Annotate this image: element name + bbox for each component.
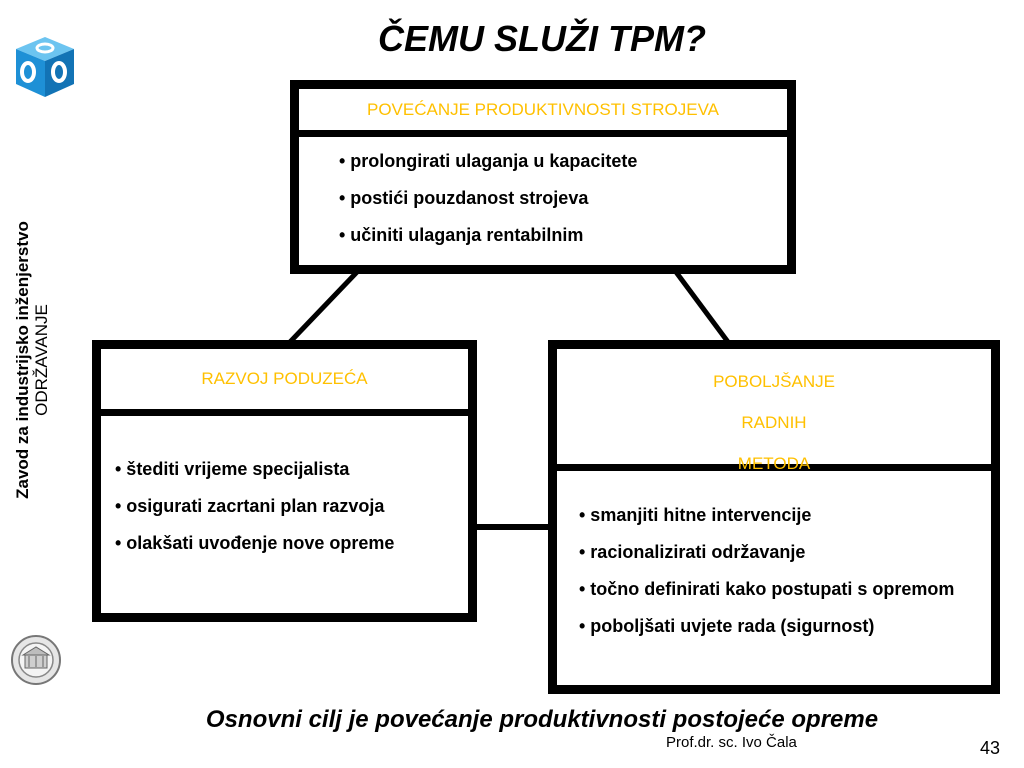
- list-item: • olakšati uvođenje nove opreme: [115, 533, 395, 553]
- box-company-development: RAZVOJ PODUZEĆA • štediti vrijeme specij…: [92, 340, 477, 622]
- list-item: • poboljšati uvjete rada (sigurnost): [579, 616, 875, 636]
- box-right-list: • smanjiti hitne intervencije • racional…: [579, 505, 963, 653]
- header-line: POBOLJŠANJE: [713, 372, 835, 391]
- connector-top-left: [288, 270, 359, 344]
- box-top-header: POVEĆANJE PRODUKTIVNOSTI STROJEVA: [299, 89, 787, 137]
- university-seal-icon: [10, 634, 62, 691]
- list-item: • točno definirati kako postupati s opre…: [579, 579, 955, 599]
- list-item: • racionalizirati održavanje: [579, 542, 806, 562]
- header-line: METODA: [737, 454, 811, 473]
- connector-top-right: [673, 270, 731, 344]
- box-work-methods: POBOLJŠANJE RADNIH METODA • smanjiti hit…: [548, 340, 1000, 694]
- box-right-header: POBOLJŠANJE RADNIH METODA: [557, 349, 991, 473]
- page-number: 43: [980, 738, 1001, 758]
- header-line: RADNIH: [741, 413, 807, 432]
- box-left-header: RAZVOJ PODUZEĆA: [101, 349, 468, 416]
- list-item: • smanjiti hitne intervencije: [579, 505, 812, 525]
- author-name: Prof.dr. sc. Ivo Čala: [666, 734, 797, 751]
- box-top-list: • prolongirati ulaganja u kapacitete • p…: [339, 151, 787, 262]
- list-item: • postići pouzdanost strojeva: [339, 188, 589, 208]
- blue-cube-logo-icon: [12, 34, 78, 105]
- box-left-list: • štediti vrijeme specijalista • osigura…: [115, 459, 468, 570]
- box-machine-productivity: POVEĆANJE PRODUKTIVNOSTI STROJEVA • prol…: [290, 80, 796, 274]
- list-item: • prolongirati ulaganja u kapacitete: [339, 151, 638, 171]
- list-item: • učiniti ulaganja rentabilnim: [339, 225, 584, 245]
- list-item: • osigurati zacrtani plan razvoja: [115, 496, 385, 516]
- footer-statement: Osnovni cilj je povećanje produktivnosti…: [205, 706, 879, 733]
- list-item: • štediti vrijeme specijalista: [115, 459, 350, 479]
- slide-title: ČEMU SLUŽI TPM?: [378, 18, 706, 59]
